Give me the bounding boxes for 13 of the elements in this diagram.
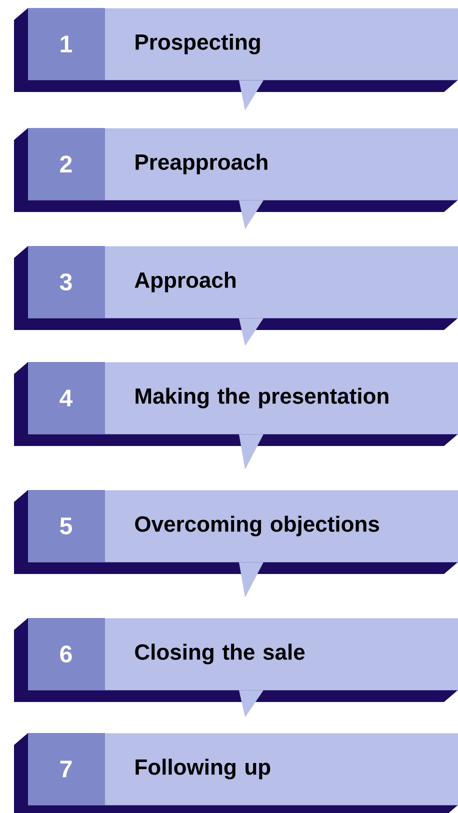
chevron-arrow [239, 562, 264, 598]
chevron-arrow [239, 690, 264, 718]
step-box: 1 Prospecting [14, 8, 458, 92]
chevron-arrow [239, 434, 264, 470]
step-box: 6 Closing the sale [14, 618, 458, 702]
chevron-arrow [239, 200, 264, 229]
step-box: 5 Overcoming objections [14, 490, 458, 574]
chevron-arrow [239, 318, 264, 346]
step-box: 7 Following up [14, 733, 458, 813]
step-box: 3 Approach [14, 246, 458, 330]
step-box: 2 Preapproach [14, 128, 458, 212]
chevron-arrow [239, 80, 264, 110]
step-box: 4 Making the presentation [14, 362, 458, 446]
